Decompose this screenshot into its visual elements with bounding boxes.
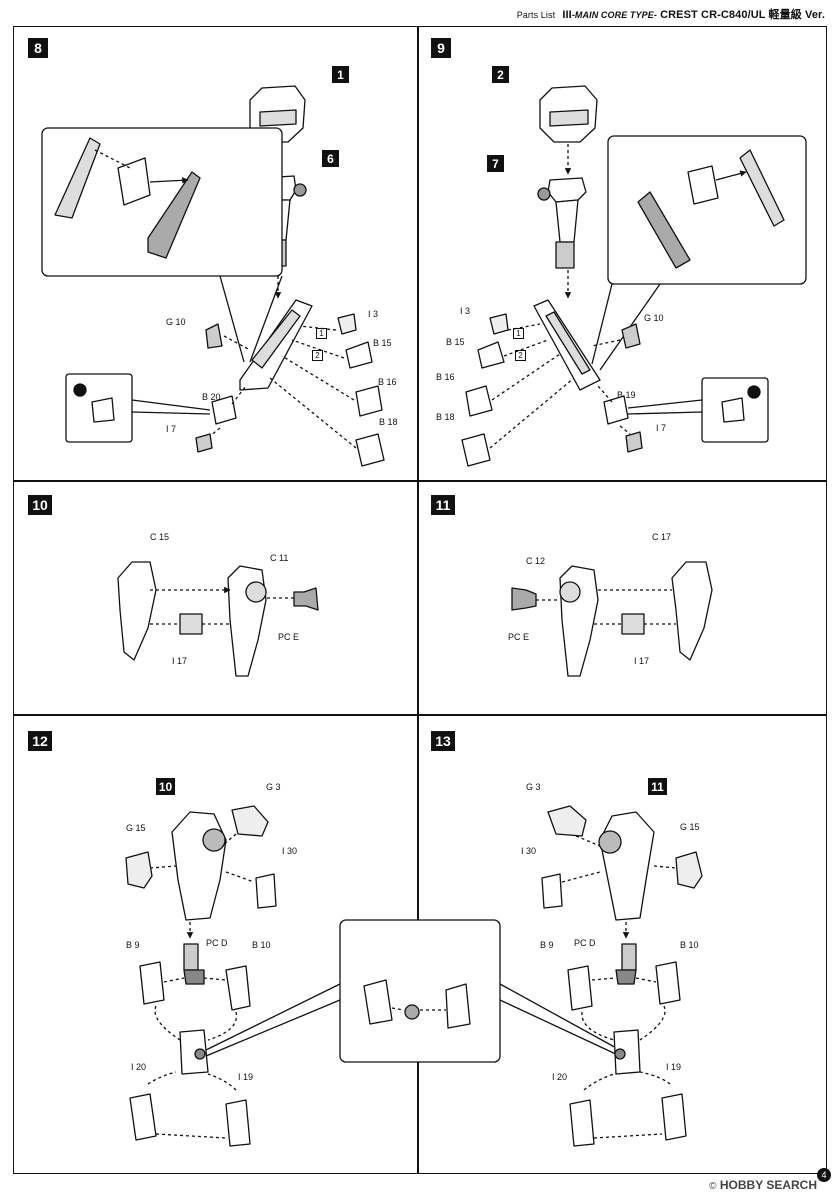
label-s9-b15: B 15 (446, 337, 465, 347)
label-s8-b15: B 15 (373, 338, 392, 348)
label-s8-d13: D 13 (193, 220, 213, 230)
label-s13-g15: G 15 (680, 822, 700, 832)
label-s12-b10: B 10 (252, 940, 271, 950)
hobby-search-logo: © HOBBY SEARCH (709, 1178, 817, 1192)
label-s12-b9: B 9 (126, 940, 140, 950)
step-number-8: 8 (28, 38, 48, 58)
label-s12-i19: I 19 (238, 1072, 254, 1082)
label-s9-g10: G 10 (644, 313, 664, 323)
label-s8-d17: D 17 (58, 238, 78, 248)
label-s9-b18: B 18 (436, 412, 455, 422)
copyright-mark: © (709, 1181, 717, 1192)
ref-part-2: 2 (492, 66, 509, 83)
label-s13-i20: I 20 (552, 1072, 568, 1082)
label-s8-g10: G 10 (166, 317, 186, 327)
logo-text: HOBBY SEARCH (719, 1178, 817, 1192)
column-divider (417, 26, 419, 1174)
label-s8-i7: I 7 (166, 424, 177, 434)
label-s9-i8: I 8 (660, 156, 671, 166)
label-s9-d12: D 12 (612, 232, 632, 242)
label-s10-i17: I 17 (172, 656, 188, 666)
page-header: Parts List III-MAIN CORE TYPE- CREST CR-… (517, 6, 825, 22)
callout-s8-2: 2 (312, 350, 323, 361)
label-s8-i8: I 8 (160, 146, 171, 156)
roman-numeral: III (562, 9, 572, 21)
label-s9-d16: D 16 (753, 254, 773, 264)
label-s8-b16: B 16 (378, 377, 397, 387)
ref-part-7: 7 (487, 155, 504, 172)
callout-s9-1: 1 (513, 328, 524, 339)
main-core-label: -MAIN CORE TYPE- (571, 10, 657, 20)
label-s12-g15: G 15 (126, 823, 146, 833)
callout-s9-2: 2 (515, 350, 526, 361)
label-s12-g3: G 3 (266, 782, 281, 792)
callout-s8-1: 1 (316, 328, 327, 339)
label-s9-i3: I 3 (460, 306, 471, 316)
label-s11-pce: PC E (508, 632, 530, 642)
label-s13-pcd: PC D (574, 938, 596, 948)
step-number-10: 10 (28, 495, 52, 515)
label-inset-i32: I 32 (372, 950, 388, 960)
instruction-sheet (13, 26, 827, 1174)
page-number: 4 (817, 1168, 831, 1182)
label-s9-i7: I 7 (656, 423, 667, 433)
step-number-9: 9 (431, 38, 451, 58)
step-number-11: 11 (431, 495, 455, 515)
label-s9-b16: B 16 (436, 372, 455, 382)
label-s13-i19: I 19 (666, 1062, 682, 1072)
step-number-13: 13 (431, 731, 455, 751)
label-s8-b18: B 18 (379, 417, 398, 427)
label-s10-pce: PC E (278, 632, 300, 642)
label-s12-pcd: PC D (206, 938, 228, 948)
row-divider-1 (13, 480, 827, 482)
label-s13-b9: B 9 (540, 940, 554, 950)
row-divider-2 (13, 714, 827, 716)
ref-part-6: 6 (322, 150, 339, 167)
label-s8-b20: B 20 (202, 392, 221, 402)
label-inset-pcc: PC C (400, 964, 422, 974)
label-s13-b10: B 10 (680, 940, 699, 950)
ref-part-11: 11 (648, 778, 667, 795)
label-s8-i3: I 3 (368, 309, 379, 319)
label-s13-g3: G 3 (526, 782, 541, 792)
label-s11-i17: I 17 (634, 656, 650, 666)
kit-title: CREST CR-C840/UL 軽量級 Ver. (660, 9, 825, 21)
label-s10-c15: C 15 (150, 532, 170, 542)
parts-list-label: Parts List (516, 10, 556, 20)
label-s11-c12: C 12 (526, 556, 546, 566)
ref-part-10: 10 (156, 778, 175, 795)
label-s12-i30: I 30 (282, 846, 298, 856)
label-s9-b19: B 19 (617, 390, 636, 400)
label-s11-c17: C 17 (652, 532, 672, 542)
label-s10-c11: C 11 (270, 553, 289, 563)
label-inset-i34: I 34 (448, 964, 464, 974)
label-s13-i30: I 30 (521, 846, 537, 856)
ref-part-1: 1 (332, 66, 349, 83)
label-s12-i20: I 20 (131, 1062, 147, 1072)
step-number-12: 12 (28, 731, 52, 751)
